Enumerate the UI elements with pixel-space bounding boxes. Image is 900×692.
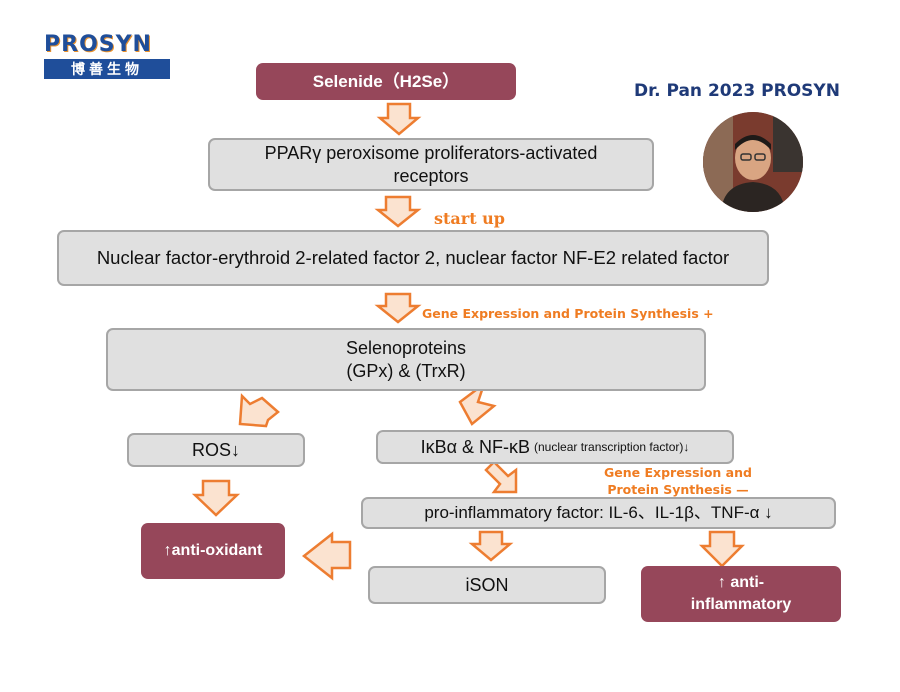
selenoproteins-node: Selenoproteins (GPx) & (TrxR) xyxy=(106,328,706,391)
selenoproteins-enzymes: (GPx) & (TrxR) xyxy=(346,360,466,381)
ros-node: ROS↓ xyxy=(127,433,305,467)
logo-chinese-name: 博善生物 xyxy=(44,59,170,79)
start-up-note: start up xyxy=(434,209,505,228)
nrf2-node: Nuclear factor-erythroid 2-related facto… xyxy=(57,230,769,286)
arrow-nrf2-to-selenoproteins xyxy=(374,292,422,324)
arrow-ppar-to-nrf2 xyxy=(374,195,422,228)
ikb-nfkb-label: IκBα & NF-κB xyxy=(420,436,531,457)
selenoproteins-label: Selenoproteins xyxy=(345,338,467,358)
arrow-selenoproteins-to-ros xyxy=(238,393,280,428)
ppar-node: PPARγ peroxisome proliferators-activated… xyxy=(208,138,654,191)
ison-node: iSON xyxy=(368,566,606,604)
arrow-ikb-to-pro xyxy=(484,460,518,494)
arrow-pro-to-antioxidant xyxy=(301,531,352,581)
gene-expression-plus-note: Gene Expression and Protein Synthesis + xyxy=(422,306,714,321)
ikb-nfkb-node: IκBα & NF-κB (nuclear transcription fact… xyxy=(376,430,734,464)
author-photo xyxy=(703,112,803,212)
anti-oxidant-node: ↑anti-oxidant xyxy=(141,523,285,579)
ikb-nfkb-note: (nuclear transcription factor)↓ xyxy=(534,439,690,454)
pro-inflammatory-node: pro-inflammatory factor: IL-6、IL-1β、TNF-… xyxy=(361,497,836,529)
author-credit: Dr. Pan 2023 PROSYN xyxy=(634,81,840,101)
arrow-selenide-to-ppar xyxy=(376,102,422,136)
arrow-pro-to-ison xyxy=(468,530,514,562)
prosyn-logo: PROSYN 博善生物 xyxy=(44,33,170,79)
logo-wordmark: PROSYN xyxy=(44,32,152,57)
arrow-ros-to-antioxidant xyxy=(191,479,241,517)
selenide-node: Selenide（H2Se） xyxy=(256,63,516,100)
anti-inflammatory-node: ↑ anti-inflammatory xyxy=(641,566,841,622)
gene-expression-minus-note: Gene Expression and Protein Synthesis — xyxy=(604,465,752,497)
arrow-pro-to-antiinflammatory xyxy=(698,530,746,568)
